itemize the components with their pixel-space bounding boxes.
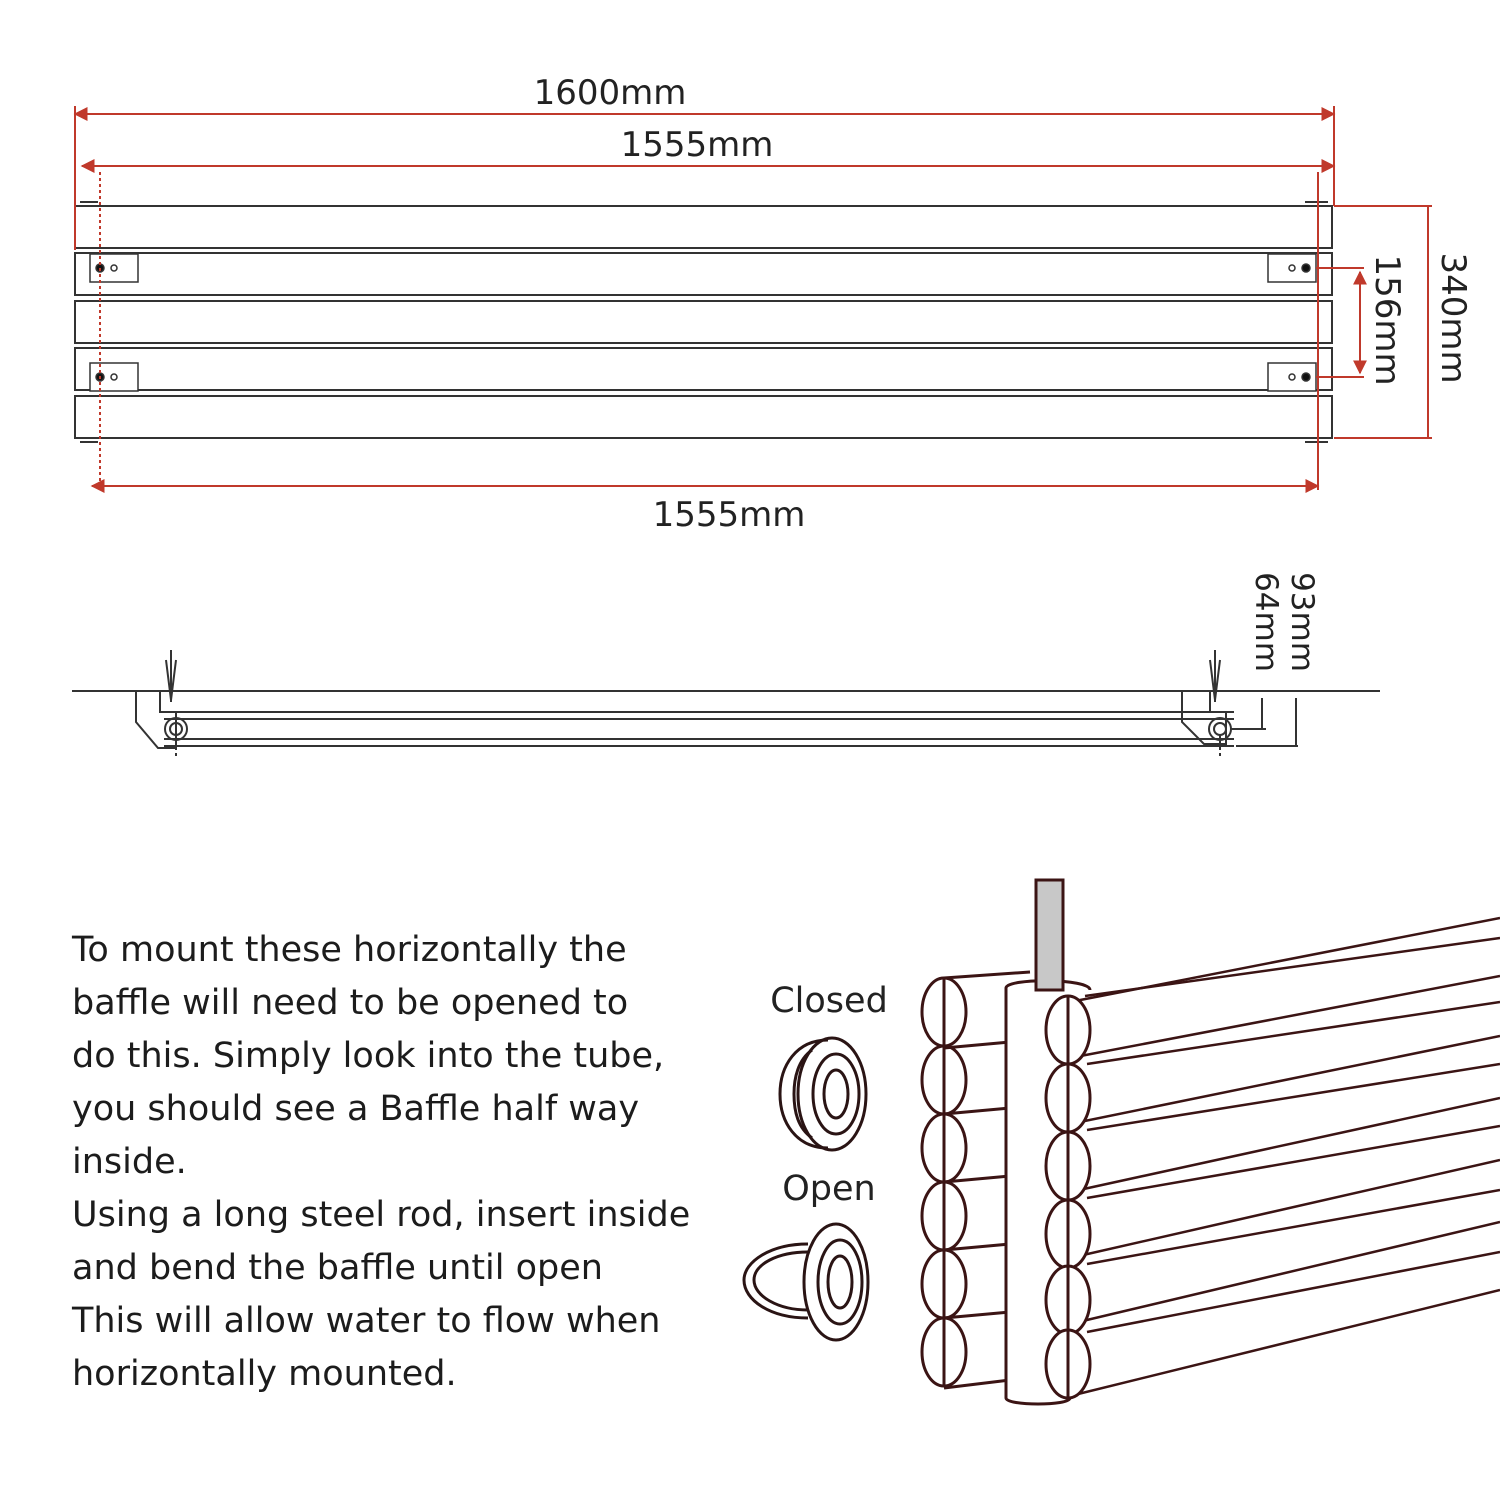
side-view [72,650,1380,756]
dim-depth-wall-label: 64mm [1248,572,1284,672]
front-view: 1600mm 1555mm 1555mm 340mm 156mm [73,73,1473,535]
mounting-bracket-br [1267,362,1317,392]
baffle-closed-icon [778,1036,868,1152]
dim-bracket-spacing-label: 156mm [1367,254,1407,385]
instructions-paragraph: To mount these horizontally the baffle w… [72,924,722,1401]
instruction-line: baffle will need to be opened to [72,983,629,1023]
instruction-line: To mount these horizontally the [72,930,627,970]
instruction-line: inside. [72,1142,187,1182]
mounting-bracket-bl [89,362,139,392]
dim-overall-width-label: 1600mm [534,73,687,113]
panel-1 [74,205,1333,249]
dim-width-top-label: 1555mm [621,125,774,165]
mounting-bracket-tr [1267,253,1317,283]
instruction-line: and bend the baffle until open [72,1248,603,1288]
panel-4 [74,347,1333,391]
baffle-closed-label: Closed [770,981,888,1021]
dim-depth-total-label: 93mm [1284,572,1320,672]
steel-rod [1034,878,1065,992]
panel-5 [74,395,1333,439]
baffle-open-icon [742,1222,870,1342]
instruction-line: Using a long steel rod, insert inside [72,1195,691,1235]
dim-height-label: 340mm [1433,252,1473,383]
instruction-line: horizontally mounted. [72,1354,457,1394]
dim-width-bottom-label: 1555mm [653,495,806,535]
panel-2 [74,252,1333,296]
panel-3 [74,300,1333,344]
instruction-line: This will allow water to flow when [72,1301,661,1341]
baffle-open-label: Open [782,1169,875,1209]
mounting-bracket-tl [89,253,139,283]
tube-cutaway-illustration [920,878,1500,1406]
instruction-line: do this. Simply look into the tube, [72,1036,665,1076]
instruction-line: you should see a Baffle half way [72,1089,640,1129]
